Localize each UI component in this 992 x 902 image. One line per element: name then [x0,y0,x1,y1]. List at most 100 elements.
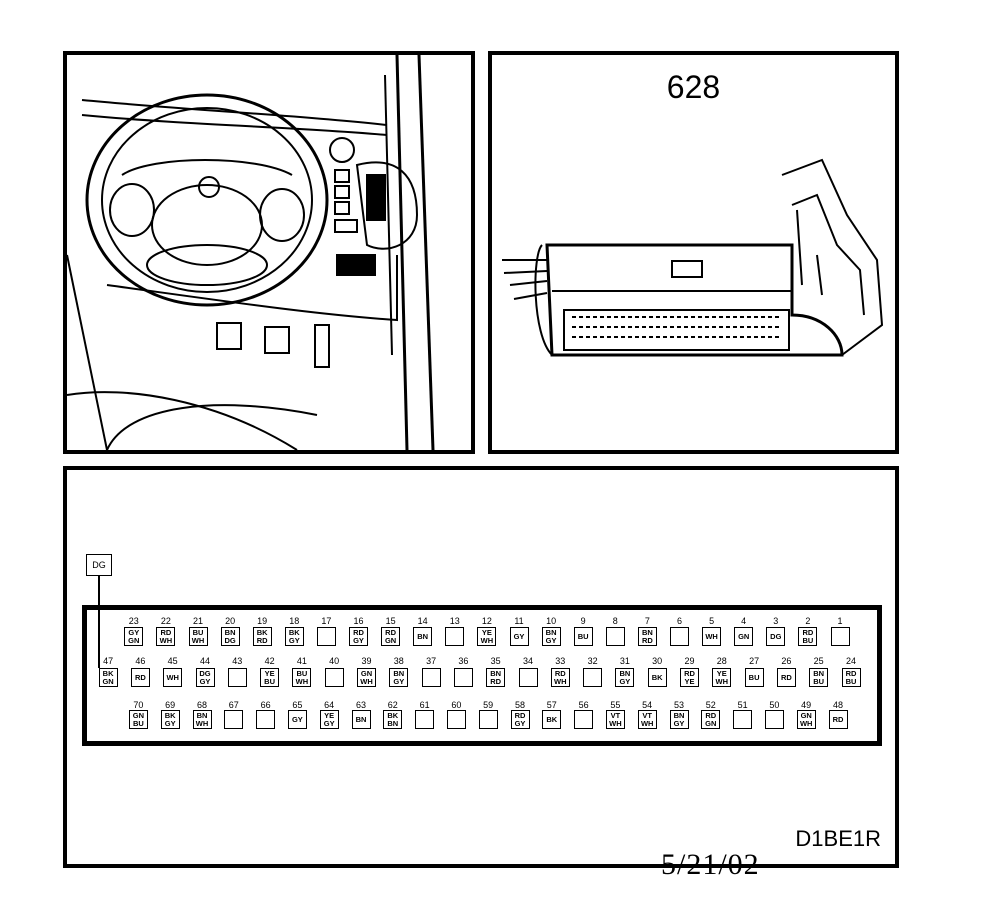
wire-color-code: GY [164,718,176,728]
pin-number: 56 [578,700,589,710]
wire-color-code: GY [514,718,526,728]
wire-color-code: BU [845,676,857,686]
wire-color-code: YE [481,627,492,637]
pin-cavity: GY [287,710,307,729]
pin-cavity: BN [413,627,433,646]
wire-color-code: WH [799,718,813,728]
wire-color-code: GN [800,710,812,720]
pin-number: 28 [716,656,727,666]
pin-number: 15 [385,616,396,626]
wire-color-code: YE [684,676,695,686]
wire-color-code: WH [609,718,622,728]
pin-cavity [445,627,465,646]
wire-color-code: RD [256,635,268,645]
pin-number: 64 [324,700,335,710]
pin-number: 24 [845,656,856,666]
pin-number: 16 [353,616,364,626]
connector-illustration [502,158,884,357]
wire-color-code: RD [832,714,844,724]
wire-color-code: DG [224,635,236,645]
wire-color-code: RD [705,710,717,720]
wire-color-code: RD [802,627,814,637]
wire-color-code: GN [705,718,717,728]
wire-color-code: GY [128,627,140,637]
pin-number: 70 [133,700,144,710]
pin-number: 22 [160,616,171,626]
pin-number: 48 [832,700,843,710]
pin-number: 68 [196,700,207,710]
wire-color-code: BN [224,627,236,637]
wire-color-code: WH [480,635,494,645]
wire-color-code: GY [291,714,303,724]
wire-color-code: GY [545,635,557,645]
wire-color-code: RD [684,668,695,678]
pin-number: 35 [490,656,501,666]
wire-color-code: BU [296,668,308,678]
wire-color-code: GY [619,676,631,686]
date-stamp: 5/21/02 [661,848,760,881]
wire-color-code: BN [641,627,653,637]
wire-color-code: VT [610,710,621,720]
wire-color-code: BN [673,710,685,720]
pin-number: 53 [673,700,684,710]
pin-number: 1 [837,616,843,626]
pin-number: 57 [546,700,557,710]
pin-number: 8 [612,616,618,626]
pin-number: 62 [387,700,398,710]
wire-color-code: WH [554,676,567,686]
pin-cavity: BN [351,710,371,729]
pin-cavity [518,668,538,687]
pin-number: 26 [781,656,792,666]
external-wire-box: DG [86,554,112,576]
pin-number: 49 [801,700,812,710]
pin-number: 63 [355,700,366,710]
pin-cavity [830,627,850,646]
wire-color-code: GN [128,635,140,645]
pin-cavity [415,710,435,729]
pin-number: 2 [805,616,811,626]
wire-color-code: RD [845,668,857,678]
wire-color-code: RD [641,635,653,645]
wire-color-code: WH [715,676,729,686]
pin-cavity: RD [828,710,848,729]
pin-number: 4 [741,616,747,626]
wire-color-code: BU [577,631,589,641]
dashboard-location-panel [63,51,475,454]
pin-number: 50 [769,700,780,710]
wire-color-code: RD [160,627,172,637]
pin-number: 55 [610,700,621,710]
wire-color-code: GY [288,635,300,645]
pin-number: 34 [522,656,533,666]
wire-color-code: GN [102,676,114,686]
pin-number: 29 [684,656,695,666]
pin-number: 67 [228,700,239,710]
wire-color-code: BU [264,676,276,686]
wire-color-code: BN [387,718,399,728]
wire-color-code: GN [738,631,750,641]
pin-cavity [764,710,784,729]
wire-color-code: WH [195,718,209,728]
pin-cavity [574,710,594,729]
wire-color-code: YE [716,668,727,678]
wire-color-code: WH [166,672,179,682]
wire-color-code: YE [264,668,275,678]
wire-color-code: BK [102,668,114,678]
wire-color-code: BK [256,627,268,637]
pin-cavity [256,710,276,729]
wire-color-code: DG [199,668,211,678]
pin-number: 60 [451,700,462,710]
pin-cavity: RD [776,668,796,687]
